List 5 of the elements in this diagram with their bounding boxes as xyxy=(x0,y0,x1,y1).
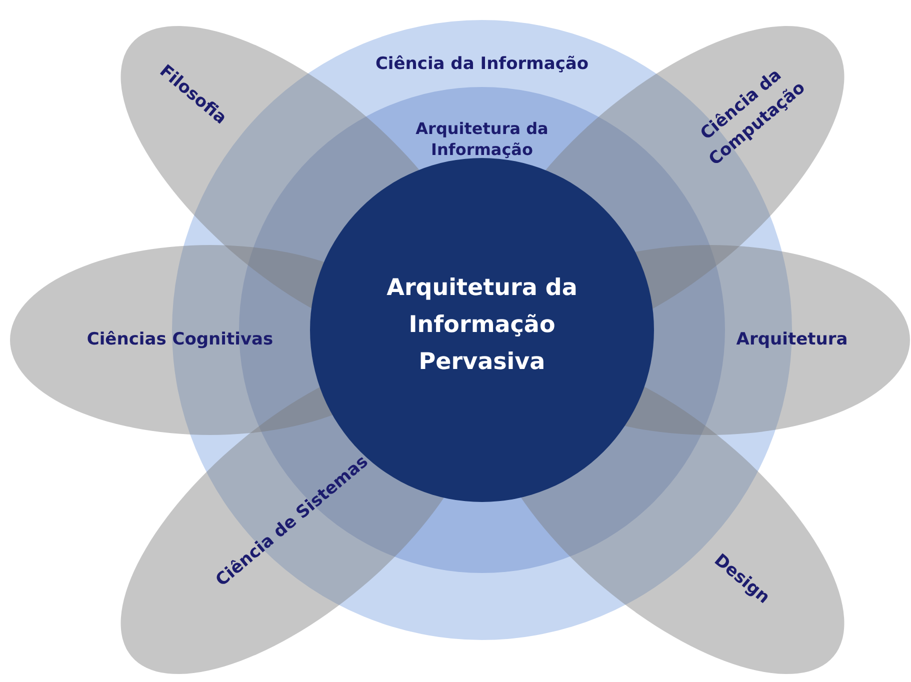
region-label: Ciências Cognitivas xyxy=(86,328,274,352)
region-label: Arquitetura da Informação xyxy=(414,119,550,161)
region-label: Arquitetura xyxy=(736,328,848,352)
region-label: Ciência da Informação xyxy=(374,53,590,76)
center-title: Arquitetura da Informação Pervasiva xyxy=(386,274,578,377)
